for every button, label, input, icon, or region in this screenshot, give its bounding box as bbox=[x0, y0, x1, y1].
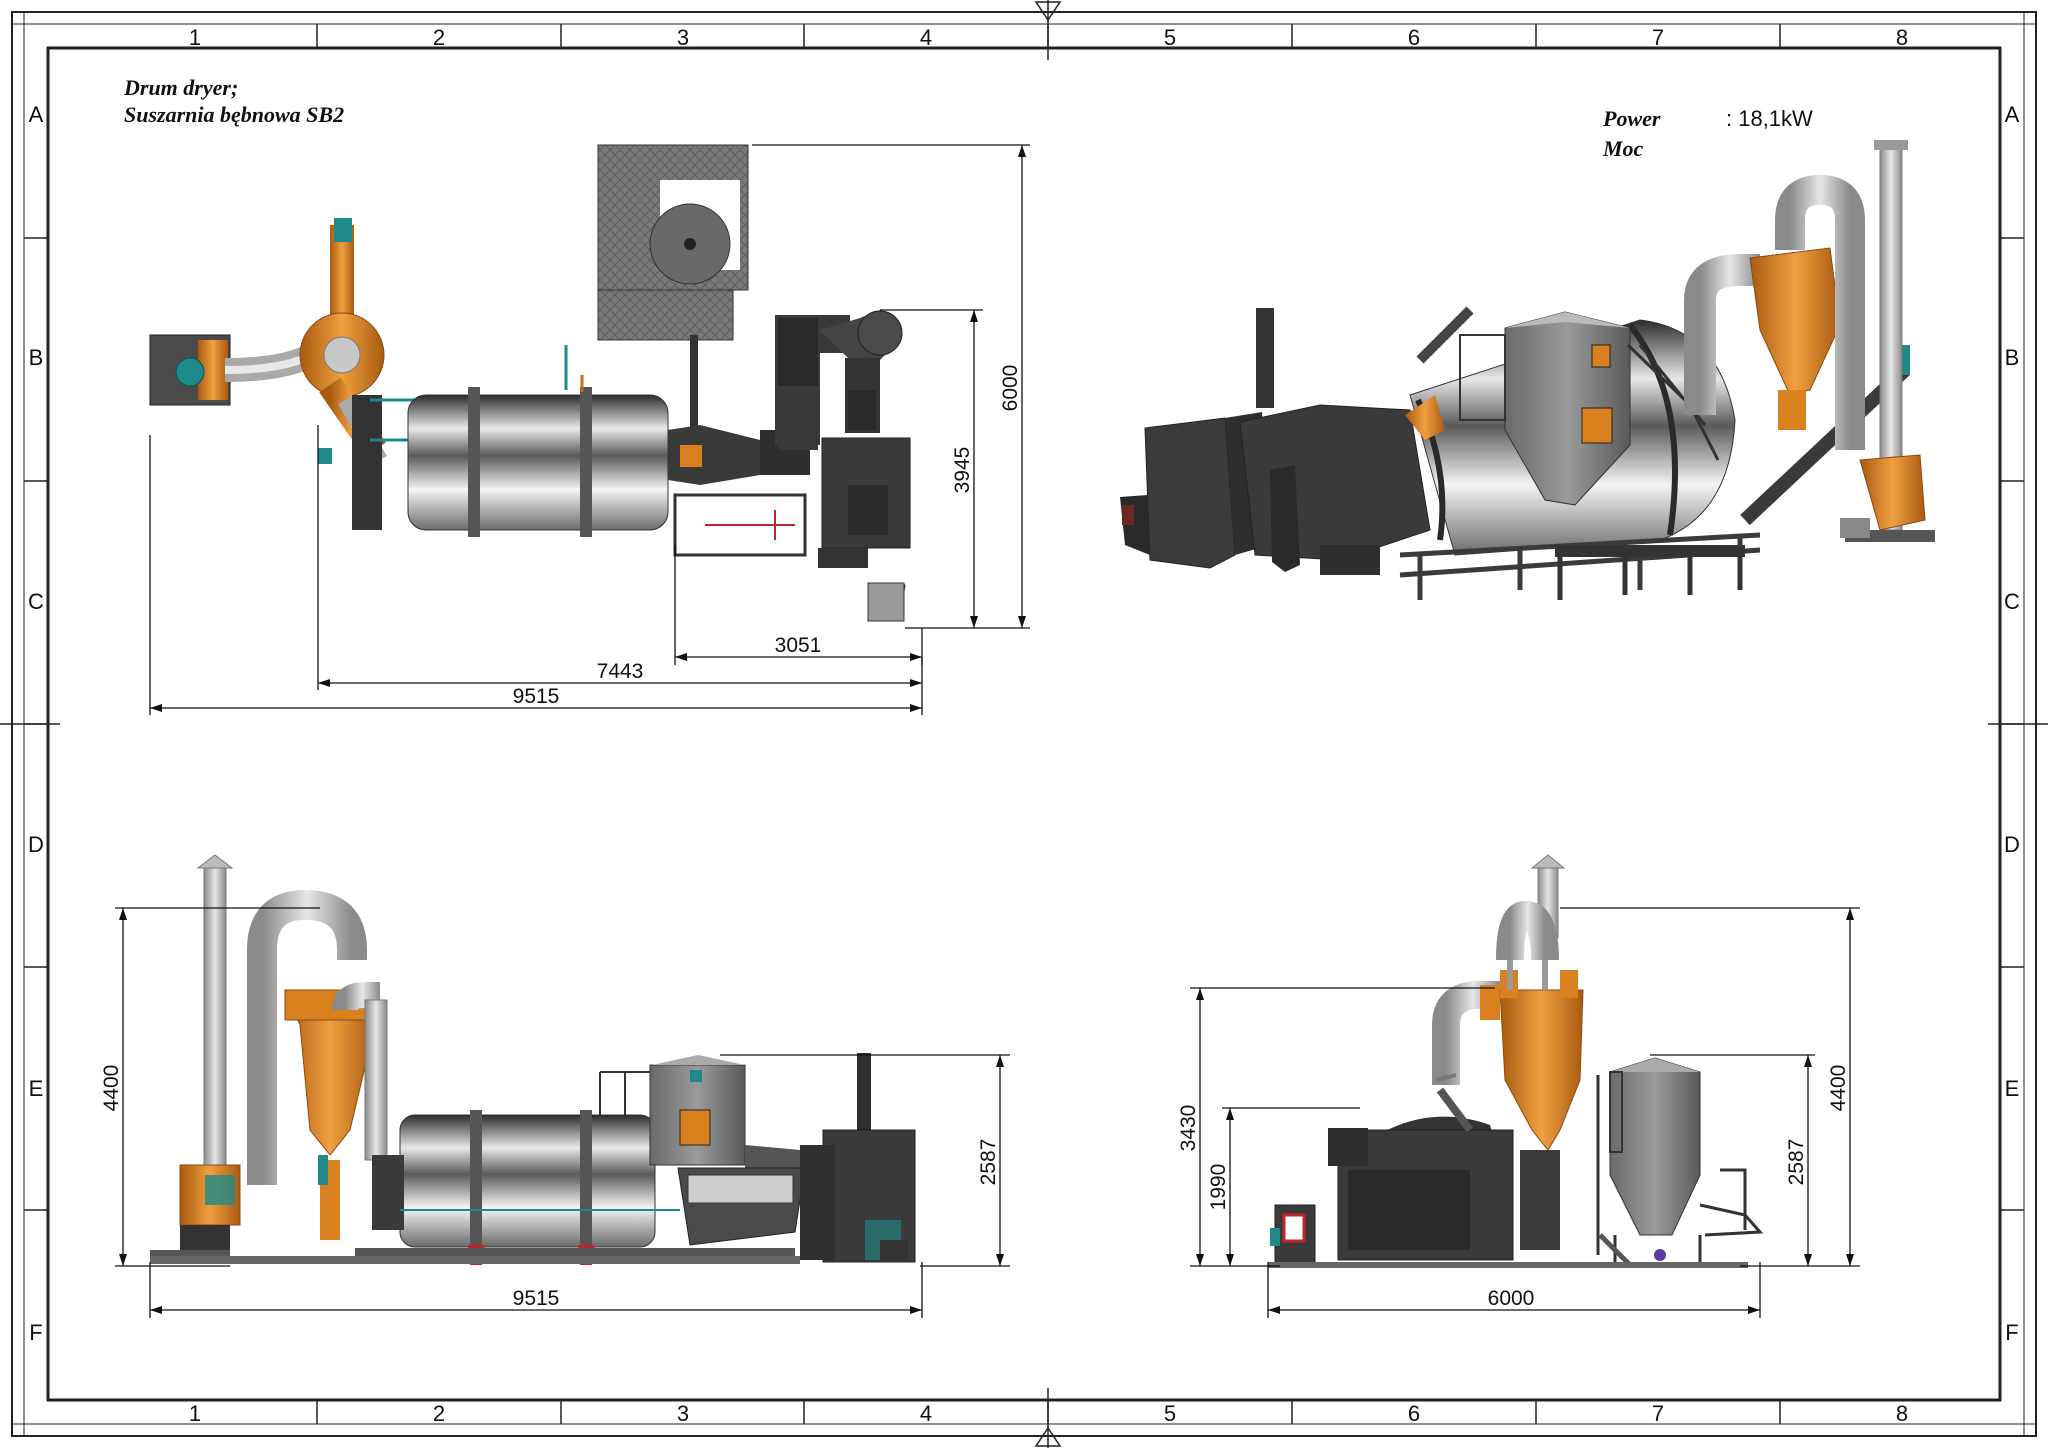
iso-dryer-housing bbox=[1239, 404, 1431, 561]
front-base bbox=[1268, 1262, 1748, 1268]
side-base-frame bbox=[355, 1248, 795, 1258]
title-line-en: Drum dryer; bbox=[123, 75, 238, 100]
row-label-left-D: D bbox=[28, 832, 44, 857]
side-dimension-lines bbox=[115, 907, 1010, 1318]
column-label-bottom-4: 4 bbox=[920, 1401, 932, 1426]
row-label-left-C: C bbox=[28, 589, 44, 614]
front-stairs bbox=[1699, 1168, 1764, 1237]
title-line-pl: Suszarnia bębnowa SB2 bbox=[124, 102, 344, 127]
column-label-top-4: 4 bbox=[920, 25, 932, 50]
row-label-left-A: A bbox=[29, 102, 44, 127]
side-view: 4400 2587 9515 bbox=[100, 854, 1010, 1318]
row-label-right-B: B bbox=[2005, 345, 2020, 370]
top-dim-height-inner: 3945 bbox=[951, 447, 974, 494]
column-label-top-8: 8 bbox=[1896, 25, 1908, 50]
row-label-right-F: F bbox=[2005, 1320, 2018, 1345]
side-chimney bbox=[203, 867, 227, 1179]
top-dim-width-mid: 7443 bbox=[597, 660, 644, 683]
top-drum bbox=[407, 394, 669, 531]
iso-pipe-top bbox=[1775, 174, 1865, 450]
top-drum-base-frame bbox=[352, 395, 382, 530]
column-label-bottom-1: 1 bbox=[189, 1401, 201, 1426]
top-dim-width-right: 3051 bbox=[775, 634, 822, 657]
power-value: : 18,1kW bbox=[1726, 106, 1813, 131]
column-label-bottom-6: 6 bbox=[1408, 1401, 1420, 1426]
column-label-bottom-2: 2 bbox=[433, 1401, 445, 1426]
iso-furnace bbox=[1144, 417, 1236, 569]
power-label-en: Power bbox=[1602, 106, 1661, 131]
title-block: Drum dryer; Suszarnia bębnowa SB2 bbox=[123, 75, 344, 127]
row-label-left-B: B bbox=[29, 345, 44, 370]
side-furnace-chimney bbox=[857, 1053, 871, 1143]
side-drum bbox=[399, 1114, 656, 1248]
side-dim-width-total: 9515 bbox=[513, 1287, 560, 1310]
top-dim-width-total: 9515 bbox=[513, 685, 560, 708]
row-label-left-E: E bbox=[29, 1076, 44, 1101]
column-label-top-5: 5 bbox=[1164, 25, 1176, 50]
column-label-top-3: 3 bbox=[677, 25, 689, 50]
side-dim-height-right: 2587 bbox=[977, 1139, 1000, 1186]
row-label-right-E: E bbox=[2005, 1076, 2020, 1101]
front-dim-height-low: 1990 bbox=[1207, 1164, 1230, 1211]
top-dimension-lines bbox=[149, 144, 1030, 715]
top-ash-bin bbox=[867, 582, 905, 622]
top-centre-marker bbox=[1034, 1, 1062, 22]
column-label-bottom-8: 8 bbox=[1896, 1401, 1908, 1426]
front-dim-width-total: 6000 bbox=[1488, 1287, 1535, 1310]
row-label-right-D: D bbox=[2004, 832, 2020, 857]
side-dim-height-total: 4400 bbox=[100, 1065, 123, 1112]
side-dimension-arrows bbox=[119, 908, 1004, 1314]
iso-pipe-up bbox=[1684, 254, 1760, 415]
iso-fan bbox=[1859, 454, 1926, 531]
row-label-right-A: A bbox=[2005, 102, 2020, 127]
top-dimension-arrows bbox=[150, 145, 1026, 712]
column-label-top-1: 1 bbox=[189, 25, 201, 50]
front-dim-height-total: 4400 bbox=[1827, 1065, 1850, 1112]
top-fan-motor bbox=[175, 357, 205, 387]
row-label-left-F: F bbox=[29, 1320, 42, 1345]
iso-screw-conveyor bbox=[1740, 364, 1910, 526]
iso-chimney bbox=[1256, 308, 1274, 408]
drawing-frame bbox=[11, 11, 2037, 1437]
iso-cyclone bbox=[1749, 247, 1841, 396]
isometric-view bbox=[1120, 140, 1935, 600]
top-dim-height-total: 6000 bbox=[999, 365, 1022, 412]
front-dim-height-mid: 3430 bbox=[1177, 1105, 1200, 1152]
power-block: Power Moc : 18,1kW bbox=[1602, 106, 1813, 161]
column-label-bottom-3: 3 bbox=[677, 1401, 689, 1426]
row-label-right-C: C bbox=[2004, 589, 2020, 614]
bottom-centre-marker bbox=[1034, 1426, 1062, 1447]
side-loop-pipe bbox=[247, 889, 367, 1185]
column-label-bottom-5: 5 bbox=[1164, 1401, 1176, 1426]
column-label-bottom-7: 7 bbox=[1652, 1401, 1664, 1426]
column-label-top-6: 6 bbox=[1408, 25, 1420, 50]
front-dimension-arrows bbox=[1196, 908, 1854, 1314]
front-dimension-lines bbox=[1190, 907, 1860, 1318]
front-pipe-top bbox=[1496, 900, 1559, 961]
power-label-pl: Moc bbox=[1602, 136, 1644, 161]
front-cyclone bbox=[1499, 989, 1584, 1151]
front-pipe-left bbox=[1432, 981, 1500, 1085]
front-view: 3430 1990 4400 2587 6000 bbox=[1177, 854, 1860, 1318]
column-label-top-2: 2 bbox=[433, 25, 445, 50]
front-dim-height-right: 2587 bbox=[1785, 1139, 1808, 1186]
column-label-top-7: 7 bbox=[1652, 25, 1664, 50]
top-view: 6000 3945 3051 7443 9515 bbox=[149, 144, 1030, 715]
front-silo bbox=[1609, 1057, 1701, 1236]
